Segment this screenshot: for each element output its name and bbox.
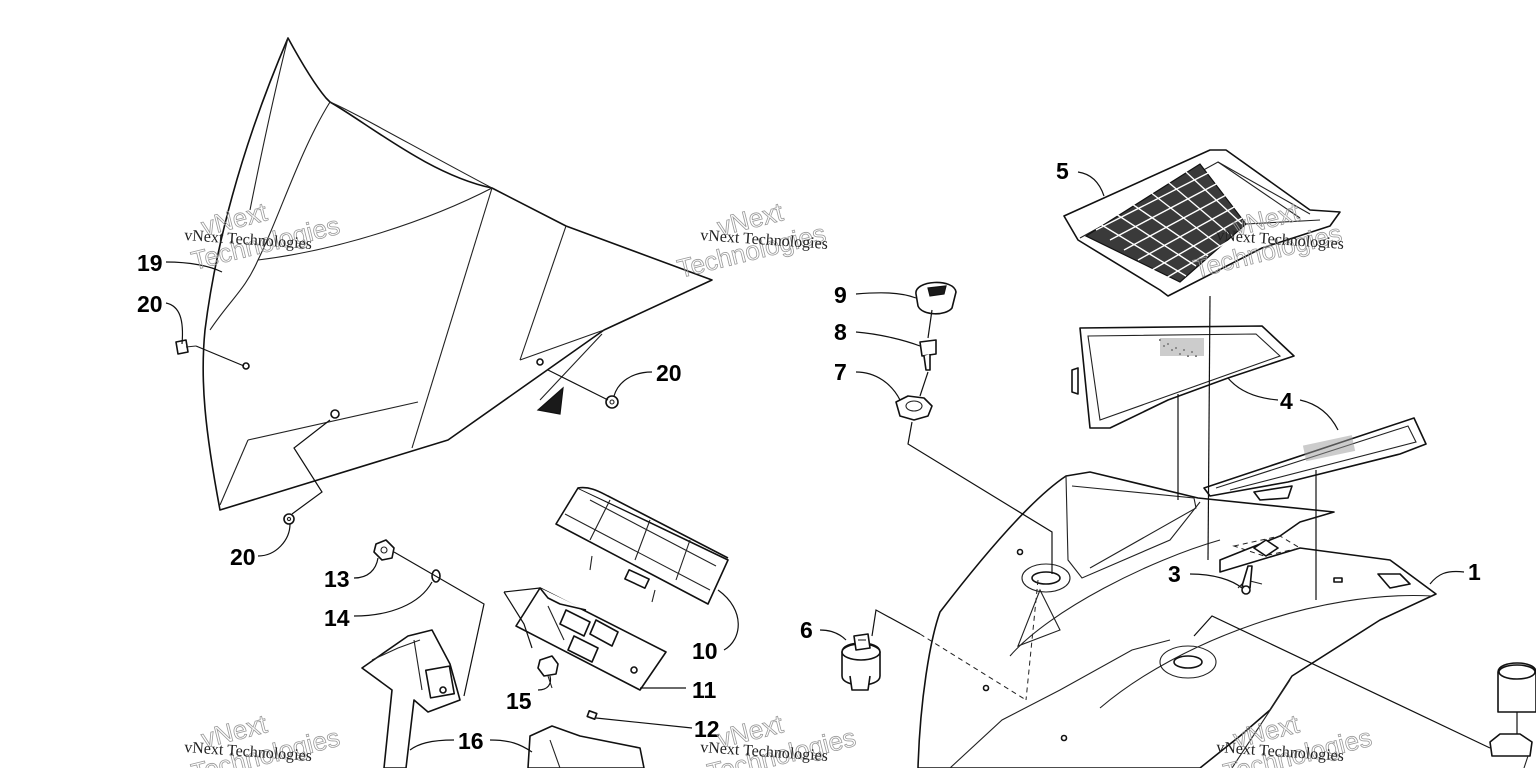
callout-12: 12: [694, 716, 720, 742]
callout-4: 4: [1280, 388, 1293, 414]
watermark-top-center: vNext Technologies vNext Technologies: [674, 196, 829, 284]
body-panel-part: [917, 471, 1437, 768]
key-cap-part: [915, 281, 957, 315]
accessory-outlet-part: [1489, 662, 1536, 768]
callout-10: 10: [692, 638, 718, 664]
mount-bracket-part: [361, 629, 645, 768]
leader-lines: [165, 171, 1518, 753]
callout-7: 7: [834, 359, 847, 385]
callout-14: 14: [324, 605, 350, 631]
callout-16: 16: [458, 728, 484, 754]
callout-9: 9: [834, 282, 847, 308]
rivet-ghost: [1253, 539, 1279, 557]
callout-1: 1: [1468, 559, 1481, 585]
callout-6: 6: [800, 617, 813, 643]
gauge-part: [555, 486, 729, 605]
callout-3: 3: [1168, 561, 1181, 587]
callout-13: 13: [324, 566, 350, 592]
windshield-washer-bottom: [283, 513, 295, 525]
ignition-switch-part: [841, 633, 881, 691]
key-part: [919, 339, 937, 371]
callout-8: 8: [834, 319, 847, 345]
callout-20-right: 20: [656, 360, 682, 386]
storage-tray-part: [1063, 149, 1341, 297]
callout-20-left: 20: [137, 291, 163, 317]
watermark-bottom-left: vNext Technologies vNext Technologies: [184, 708, 343, 768]
gauge-bracket-part: [515, 587, 667, 691]
lid-panel-upper: [1071, 325, 1295, 429]
lock-nut-part: [895, 395, 933, 421]
callout-5: 5: [1056, 158, 1069, 184]
watermark-bottom-center: vNext Technologies vNext Technologies: [700, 708, 859, 768]
lid-panel-lower: [1203, 417, 1427, 501]
windshield-screw-left: [175, 339, 197, 355]
bolt-part: [537, 655, 559, 689]
callout-15: 15: [506, 688, 532, 714]
front-arrow-icon: [536, 386, 564, 415]
windshield-part: [202, 37, 713, 511]
callout-20-bottom: 20: [230, 544, 256, 570]
clip-part: [586, 710, 598, 720]
callout-11: 11: [692, 677, 717, 703]
nut-part: [373, 539, 395, 561]
windshield-screw-right: [605, 395, 619, 409]
callout-19: 19: [137, 250, 163, 276]
rivet-part: [1241, 565, 1253, 595]
